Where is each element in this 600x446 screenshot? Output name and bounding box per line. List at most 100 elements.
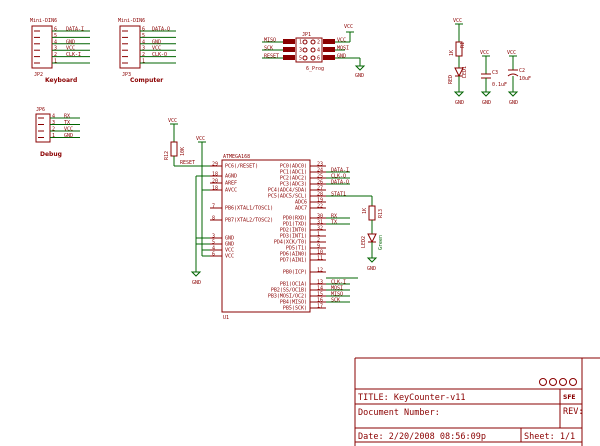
jp3-net-label: CLK-O [152, 52, 167, 58]
u1-right-pin-name: PC1(ADC1) [280, 170, 307, 176]
jp6-pin-number: 2 [52, 127, 55, 133]
u1-right-pin-name: PC3(ADC3) [280, 182, 307, 188]
jp6-pin-number: 3 [52, 120, 55, 126]
led1-gnd-symbol [453, 91, 465, 97]
jp1-left-pin-num: 1 [299, 40, 302, 46]
reset-net-label: RESET [180, 160, 195, 166]
u1-right-pin-name: PB3(MOSI/OC2) [268, 294, 307, 300]
logo-circle-2 [559, 378, 567, 386]
u1-right-net-label: DATA-I [331, 168, 349, 174]
u1-left-pin-name: GND [225, 236, 234, 242]
title-block: SFE TITLE: KeyCounter-v11 Document Numbe… [354, 357, 600, 446]
tb-date: Date: 2/20/2008 08:56:09p [358, 432, 486, 442]
jp1-right-net: MOSI [337, 46, 349, 52]
r12-value: 10K [180, 147, 186, 156]
u1-left-pin-name: PB7(XTAL2/TOSC2) [225, 218, 273, 224]
u1-right-pin-number: 24 [317, 168, 323, 174]
u1-right-pin-number: 26 [317, 180, 323, 186]
jp6-pin-number: 1 [52, 133, 55, 139]
led2-triangle [367, 233, 377, 244]
tb-docnum: Document Number: [358, 408, 440, 418]
u1-right-pin-name: PD7(AIN1) [280, 258, 307, 264]
vcc-label-c2: VCC [507, 50, 516, 56]
u1-right-net-label: SCK [331, 298, 340, 304]
r13-value: 1K [362, 208, 368, 214]
u1-right-pin-name: PD1(TXD) [283, 222, 307, 228]
u1-right-pin-number: 2 [317, 238, 320, 244]
u1-left-pin-name: PC6(/RESET) [225, 164, 258, 170]
power-section: VCC R1 1K LED1 RED GND VCC C3 0.1uF GND … [448, 18, 531, 106]
jp1-right-pin-box [323, 47, 335, 52]
jp1-ref: JP1 [302, 32, 311, 38]
vcc-label-r1: VCC [453, 18, 462, 24]
led1-triangle [454, 67, 464, 78]
jp1-pin-pad [302, 47, 308, 53]
u1-right-net-label: CLK-I [331, 280, 346, 286]
u1-right-pin-name: PB1(OC1A) [280, 282, 307, 288]
jp1-right-pin-box [323, 39, 335, 44]
jp3-pin-number: 1 [142, 59, 145, 65]
u1-left-pin-number: 7 [212, 204, 215, 210]
u1-right-pin-number: 13 [317, 280, 323, 286]
jp1-right-pin-box [323, 55, 335, 60]
jp2-name: Keyboard [45, 77, 77, 84]
u1-left-pin-name: AVCC [225, 188, 237, 194]
jp1-name: 6_Prog [306, 66, 324, 72]
jp3-part-label: Mini-DIN6 [118, 18, 145, 24]
u1-right-pin-name: PD6(AIN0) [280, 252, 307, 258]
u1-left-pin-name: VCC [225, 248, 234, 254]
jp1-left-net: MISO [264, 38, 276, 44]
c2-gnd-label: GND [509, 100, 518, 106]
c2-value: 10uF [519, 76, 531, 82]
jp3-body [119, 25, 141, 69]
jp2-body [31, 25, 53, 69]
r12-ref: R12 [164, 151, 170, 160]
logo-circle-1 [549, 378, 557, 386]
u1-right-net-label: STAT1 [331, 192, 346, 198]
u1-left-pin-number: 18 [212, 186, 218, 192]
u1-right-pin-name: PB4(MISO) [280, 300, 307, 306]
u1-right-net-label: TX [331, 220, 337, 226]
jp6-body [35, 113, 51, 143]
r1-ref: R1 [460, 42, 466, 48]
u1-left-pin-name: GND [225, 242, 234, 248]
u1-right-pin-number: 19 [317, 198, 323, 204]
r12-body [170, 141, 178, 157]
u1-right-pin-number: 27 [317, 186, 323, 192]
u1-right-pin-name: PC0(ADC0) [280, 164, 307, 170]
u1-right-pin-name: PD0(RXD) [283, 216, 307, 222]
u1-left-pin-name: AREF [225, 181, 237, 187]
u1-ref: U1 [223, 315, 229, 321]
jp3-net-label: GND [152, 39, 161, 45]
tb-title: TITLE: KeyCounter-v11 [358, 393, 465, 403]
jp6-pin-number: 4 [52, 114, 55, 120]
u1-right-pin-number: 1 [317, 232, 320, 238]
u1-right-pin-number: 10 [317, 250, 323, 256]
u1-right-net-label: DATA-O [331, 180, 349, 186]
jp1-right-pin-num: 4 [317, 48, 320, 54]
jp1-left-pin-box [283, 55, 295, 60]
u1-right-pin-number: 12 [317, 268, 323, 274]
u1-gnd-label: GND [192, 280, 201, 286]
u1-right-pin-number: 9 [317, 244, 320, 250]
jp1-left-pin-box [283, 39, 295, 44]
u1-left-pin-name: VCC [225, 254, 234, 260]
jp3-net-label: VCC [152, 46, 161, 52]
logo-circle-3 [569, 378, 577, 386]
jp2-net-label: CLK-I [66, 52, 81, 58]
r1-value: 1K [449, 50, 455, 56]
u1-right-pin-name: PB2(SS/OC1B) [271, 288, 307, 294]
jp1-right-pin-num: 6 [317, 56, 320, 62]
jp1-pin-pad [310, 47, 316, 53]
c2-plate-bottom [507, 73, 519, 77]
u1-left-pin-number: 5 [212, 240, 215, 246]
u1-right-pin-number: 30 [317, 214, 323, 220]
u1-right-pin-number: 11 [317, 256, 323, 262]
u1-left-pin-number: 29 [212, 162, 218, 168]
jp2-part-label: Mini-DIN6 [30, 18, 57, 24]
jp1-pin-pad [302, 39, 308, 45]
u1-left-pin-number: 18 [212, 172, 218, 178]
